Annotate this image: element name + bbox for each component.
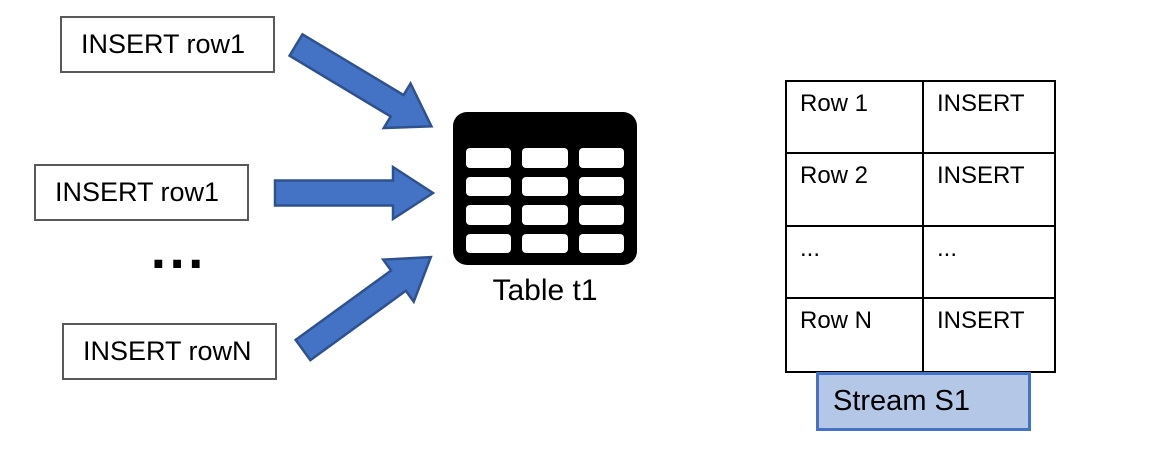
insert-box-label: INSERT rowN [83,336,252,366]
change-table-cell-action: ... [924,227,1054,299]
table-icon-cell [466,233,512,253]
arrow-middle-right-icon [273,164,436,222]
insert-box-label: INSERT row1 [55,177,220,207]
table-icon-cell [522,205,568,225]
change-table-cell-action: INSERT [924,82,1054,155]
table-icon-cell [578,176,624,196]
insert-row1-box-top: INSERT row1 [60,16,275,73]
change-table-cell-row: Row 2 [787,154,924,227]
change-table-cell-action: INSERT [937,306,1025,334]
insert-rown-box-bottom: INSERT rowN [62,323,277,380]
arrow-bottom-right-icon [293,255,433,362]
table-t1-label: Table t1 [492,274,598,307]
table-icon-cell [522,176,568,196]
table-icon-cell [466,205,512,225]
table-icon-cell [578,148,624,168]
change-table-cell-row: Row N [787,298,924,371]
change-table-cell-row: ... [787,226,924,299]
table-icon-cell [522,148,568,168]
insert-box-label: INSERT row1 [81,29,246,59]
table-icon-cell [522,233,568,253]
insert-row1-box-middle: INSERT row1 [34,164,249,221]
ellipsis-text: ... [150,228,207,279]
table-icon [453,112,637,265]
stream-s1-box: Stream S1 [816,372,1031,431]
change-table-cell-action: INSERT [924,154,1054,227]
change-table: Row 1 INSERT Row 2 INSERT ... ... Row N … [785,80,1056,373]
table-icon-cell [466,148,512,168]
stream-s1-label: Stream S1 [833,385,970,417]
arrow-top-right-icon [287,32,434,130]
table-icon-cell [578,233,624,253]
change-table-cell-row: Row 1 [787,82,924,155]
table-icon-cell [466,176,512,196]
table-icon-cell [578,205,624,225]
